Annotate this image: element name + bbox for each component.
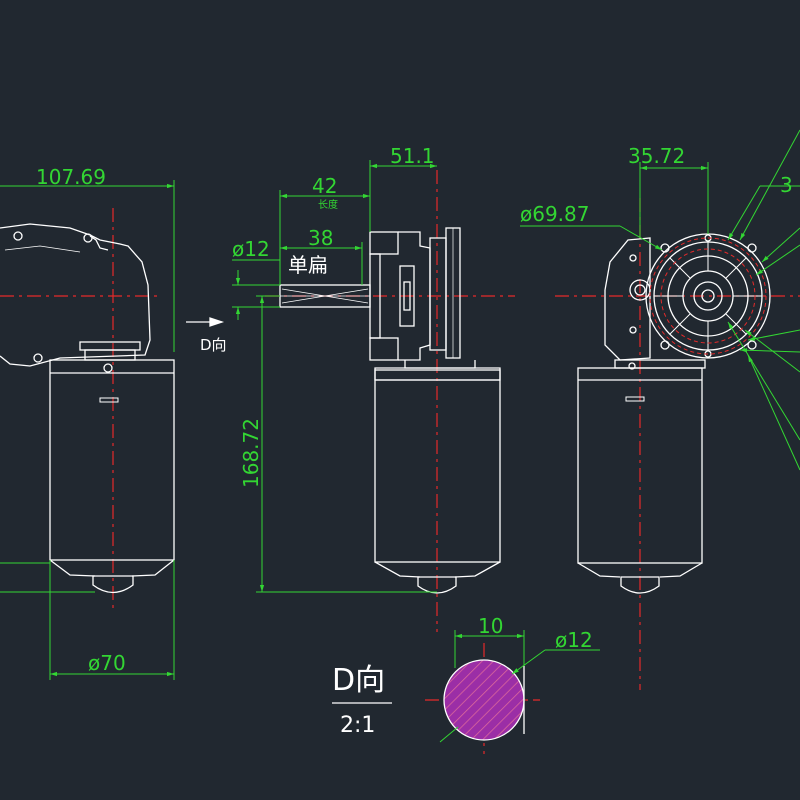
dim-shaft-diameter: ø12: [232, 237, 270, 261]
dim-42-sub: 长度: [318, 198, 338, 211]
section-title: D向: [332, 663, 385, 698]
dim-42: 42: [312, 174, 337, 198]
dim-107-69: 107.69: [36, 165, 106, 189]
right-view-red-detail: [649, 237, 767, 355]
dimension-lines: [0, 129, 800, 743]
dim-section-10: 10: [478, 614, 503, 638]
annotation-text: 单扁 D向 D向 2:1: [200, 253, 392, 738]
left-view: [0, 223, 175, 594]
dim-35-72: 35.72: [628, 144, 685, 168]
dim-partial-3: 3: [780, 173, 793, 197]
dim-motor-diameter: ø70: [88, 651, 126, 675]
view-arrow-label: D向: [200, 336, 227, 354]
dim-38: 38: [308, 226, 333, 250]
dim-section-diameter: ø12: [555, 628, 593, 652]
middle-view: [279, 227, 501, 594]
dim-flange-diameter: ø69.87: [520, 202, 590, 226]
view-arrow-d: [186, 317, 225, 327]
dim-168-72: 168.72: [239, 418, 263, 488]
section-d: [443, 659, 525, 741]
right-view: [577, 233, 771, 594]
dim-51-1: 51.1: [390, 144, 435, 168]
section-scale: 2:1: [340, 713, 375, 738]
single-flat-label: 单扁: [288, 253, 328, 277]
dimension-text: 107.69 ø70 51.1 42 长度 38 ø12 35.72 ø69.8…: [36, 144, 793, 675]
